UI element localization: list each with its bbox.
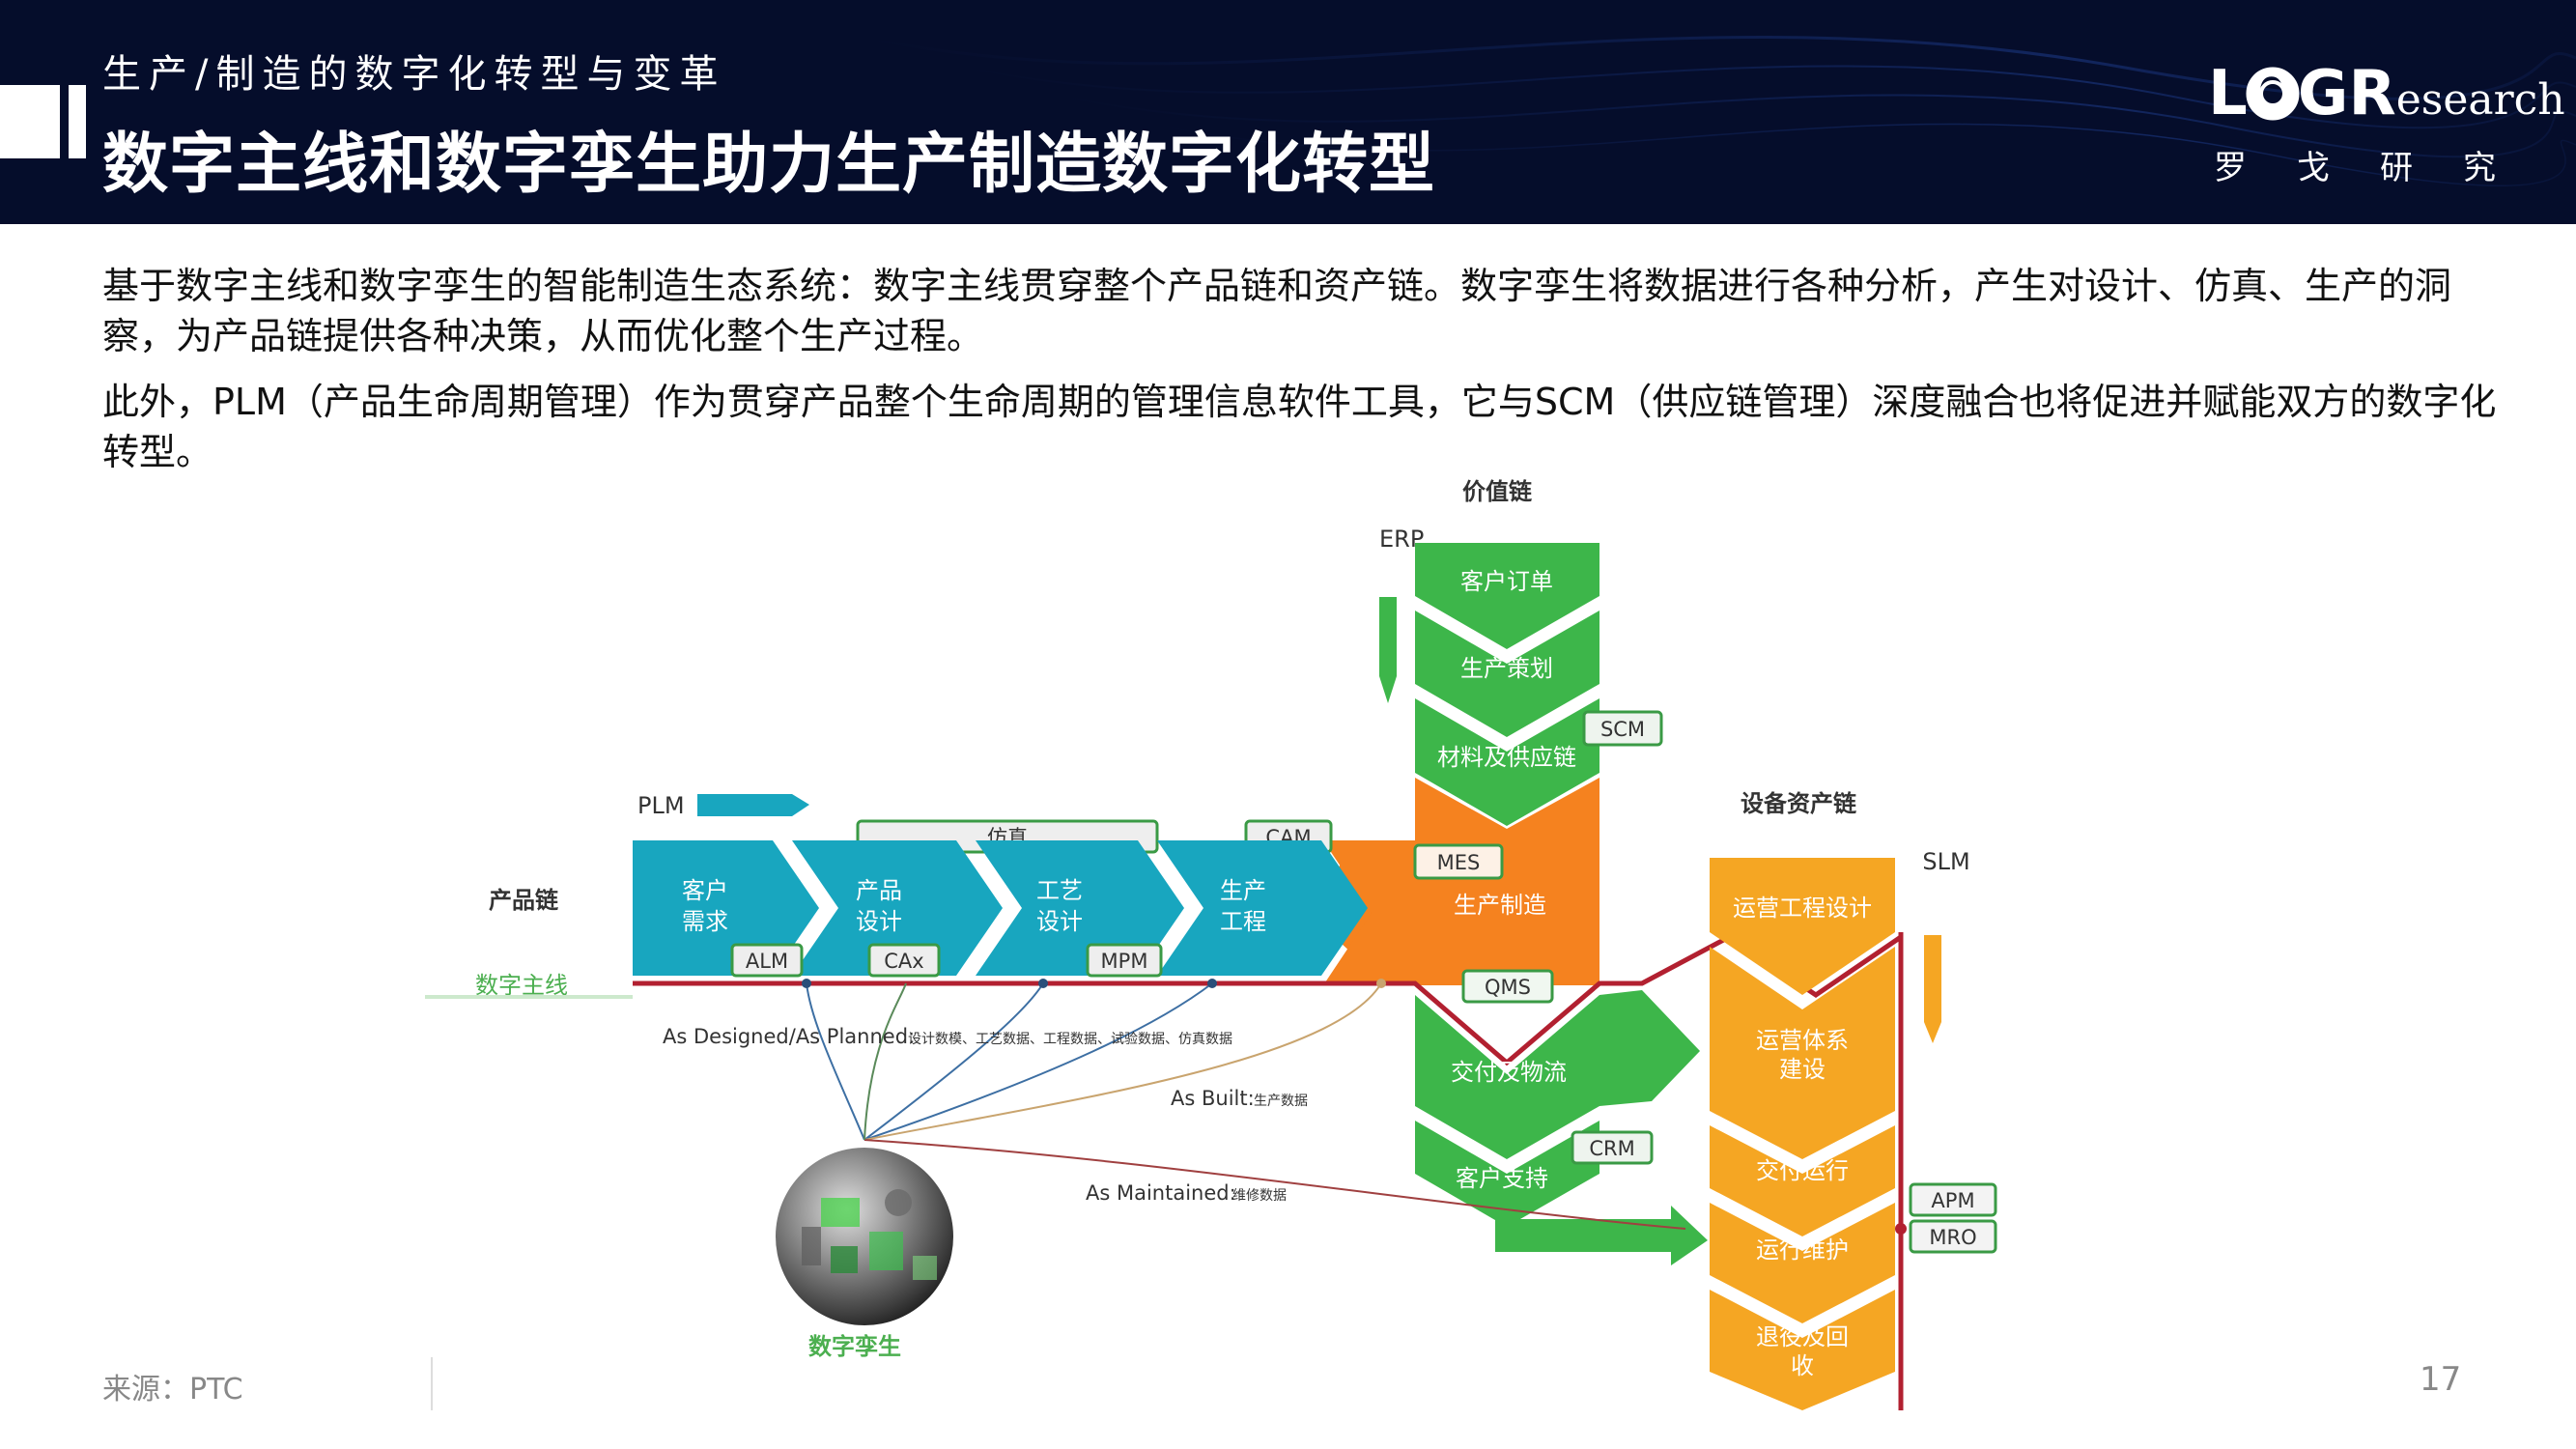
mro-label: MRO	[1929, 1226, 1976, 1249]
customer-needs-label-2: 需求	[682, 908, 728, 935]
scm-tag	[1582, 710, 1663, 747]
as-built-label: As Built:	[1171, 1087, 1255, 1110]
ops-eng-design-label: 运营工程设计	[1733, 895, 1872, 922]
retire-label-2: 收	[1791, 1352, 1814, 1379]
slm-arrow	[1924, 935, 1941, 1043]
support-to-asset-arrow	[1495, 1206, 1708, 1265]
apm-label: APM	[1931, 1189, 1974, 1212]
logo: LOGResearch 罗戈研究	[2202, 58, 2565, 193]
body-paragraph-2: 此外，PLM（产品生命周期管理）作为贯穿产品整个生命周期的管理信息软件工具，它与…	[102, 381, 2497, 473]
thread-node	[1038, 979, 1048, 988]
customer-needs-label: 客户	[682, 877, 728, 904]
alm-tag	[730, 943, 804, 978]
erp-arrow	[1379, 597, 1397, 703]
slm-label: SLM	[1922, 848, 1969, 875]
mpm-label: MPM	[1101, 950, 1148, 973]
delivery-ops-label: 交付运行	[1756, 1157, 1849, 1184]
plm-label: PLM	[637, 792, 685, 819]
retire-label: 退役及回	[1756, 1323, 1849, 1350]
product-design-label: 产品	[856, 877, 902, 904]
support-block	[1415, 1121, 1599, 1227]
ops-system-label: 运营体系	[1756, 1027, 1849, 1054]
digital-twin-detail	[802, 1189, 937, 1280]
digital-twin-label: 数字孪生	[808, 1333, 901, 1360]
customer-support-label: 客户支持	[1456, 1165, 1548, 1192]
as-maintained-label: As Maintained:	[1086, 1181, 1236, 1205]
mes-label: MES	[1437, 851, 1481, 874]
logo-chinese-name: 罗戈研究	[2214, 149, 2546, 187]
qms-tag	[1461, 969, 1554, 1004]
header-accent-block	[0, 85, 60, 158]
crm-tag	[1571, 1130, 1654, 1165]
manufacturing-label: 生产制造	[1454, 892, 1546, 919]
asset-step	[1710, 1290, 1895, 1410]
thread-node	[1376, 979, 1386, 988]
ops-maintenance-label: 运行维护	[1756, 1236, 1849, 1264]
asset-step	[1710, 947, 1895, 1159]
production-planning-label: 生产策划	[1460, 655, 1553, 682]
digital-thread-diagram: 价值链 ERP 客户订单 生产策划 材料及供应链 SCM MES 生产制造 PL…	[425, 478, 1997, 1410]
value-chain-step	[1415, 698, 1599, 826]
logo-wordmark: LOGResearch	[2208, 58, 2565, 129]
product-design-label-2: 设计	[856, 908, 902, 935]
product-chain-step	[976, 840, 1184, 976]
thread-node	[1207, 979, 1217, 988]
value-chain-label: 价值链	[1462, 478, 1533, 505]
delivery-block	[1415, 990, 1700, 1159]
page-title: 数字主线和数字孪生助力生产制造数字化转型	[102, 127, 1436, 203]
product-chain-label: 产品链	[489, 887, 559, 914]
as-maintained-detail: 维修数据	[1232, 1188, 1287, 1204]
as-built-detail: 生产数据	[1254, 1094, 1308, 1109]
process-design-label-2: 设计	[1036, 908, 1083, 935]
header-wave-pattern	[868, 36, 2576, 186]
mpm-tag	[1086, 943, 1163, 978]
mro-tag	[1909, 1219, 1997, 1254]
asset-step	[1710, 1203, 1895, 1323]
asset-step	[1710, 858, 1895, 995]
logo-ring-icon	[2246, 67, 2300, 121]
process-design-label: 工艺	[1036, 877, 1083, 904]
ops-system-label-2: 建设	[1779, 1056, 1826, 1083]
product-chain-step	[792, 840, 1003, 976]
as-designed-detail: 设计数模、工艺数据、工程数据、试验数据、仿真数据	[908, 1032, 1232, 1047]
crm-label: CRM	[1589, 1137, 1634, 1160]
qms-label: QMS	[1485, 976, 1531, 999]
as-designed-label: As Designed/As Planned:	[663, 1025, 915, 1048]
page-number: 17	[2420, 1360, 2462, 1399]
production-eng-label-2: 工程	[1220, 908, 1266, 935]
mes-tag	[1413, 843, 1504, 880]
materials-supply-label: 材料及供应链	[1437, 744, 1576, 771]
cax-label: CAx	[884, 950, 923, 973]
apm-tag	[1909, 1182, 1997, 1217]
value-chain-step	[1415, 543, 1599, 649]
data-flow-curves	[806, 982, 1686, 1230]
scm-label: SCM	[1600, 718, 1645, 741]
plm-arrow	[697, 794, 809, 816]
thread-node	[1895, 1223, 1907, 1235]
thread-node	[802, 979, 811, 988]
value-chain-step	[1415, 611, 1599, 737]
delivery-logistics-label: 交付及物流	[1451, 1059, 1567, 1086]
section-subtitle: 生产/制造的数字化转型与变革	[102, 52, 726, 97]
digital-thread-label: 数字主线	[475, 972, 568, 999]
asset-chain-label: 设备资产链	[1741, 790, 1857, 817]
cax-tag	[867, 943, 941, 978]
body-paragraph-1: 基于数字主线和数字孪生的智能制造生态系统：数字主线贯穿整个产品链和资产链。数字孪…	[102, 265, 2452, 357]
asset-step	[1710, 1125, 1895, 1236]
manufacturing-arrow	[1323, 840, 1415, 985]
alm-label: ALM	[746, 950, 788, 973]
customer-order-label: 客户订单	[1460, 568, 1553, 595]
source-note: 来源：PTC	[102, 1373, 243, 1406]
header-banner: 生产/制造的数字化转型与变革 数字主线和数字孪生助力生产制造数字化转型 LOGR…	[0, 0, 2576, 224]
digital-twin-sphere	[776, 1148, 953, 1325]
product-chain-step	[633, 840, 819, 976]
product-chain-step	[1157, 840, 1368, 976]
header-accent-bar	[69, 85, 86, 158]
production-eng-label: 生产	[1220, 877, 1266, 904]
